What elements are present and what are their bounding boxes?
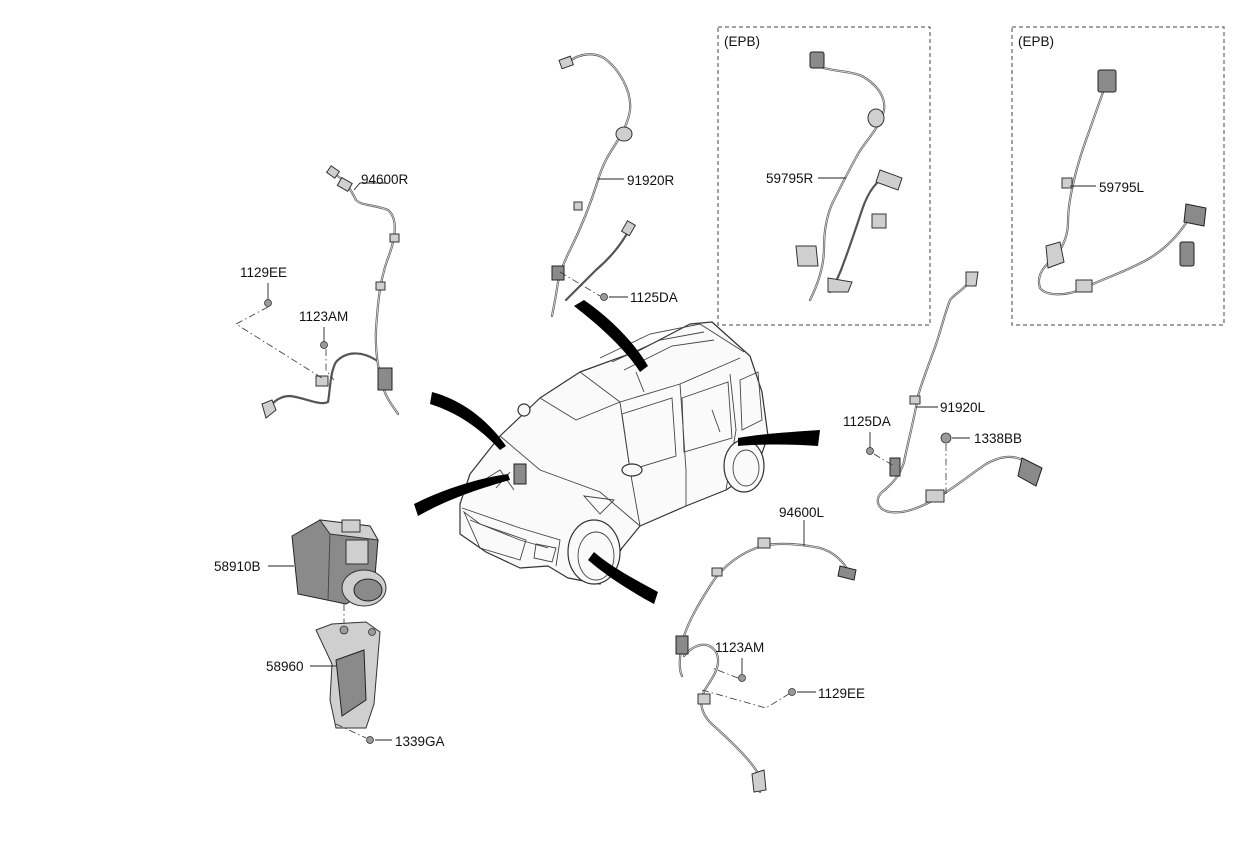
label-58960: 58960 bbox=[266, 659, 304, 674]
dash-assembly-right bbox=[701, 667, 793, 709]
label-1339GA: 1339GA bbox=[395, 734, 445, 749]
dash-assembly-left bbox=[235, 306, 335, 381]
label-1123AM-left: 1123AM bbox=[299, 309, 348, 324]
label-1123AM-right: 1123AM bbox=[715, 640, 764, 655]
epb-left-wire bbox=[1037, 69, 1207, 296]
bolt-1125DA-right bbox=[866, 447, 874, 455]
bolt-1129EE-left bbox=[264, 299, 272, 307]
label-94600L: 94600L bbox=[779, 505, 825, 520]
front-right-wheel-sensor-wire bbox=[261, 165, 400, 419]
bolt-1339GA bbox=[366, 736, 374, 744]
epb-label-right: (EPB) bbox=[724, 34, 760, 49]
epb-box-left-wheel bbox=[1011, 26, 1225, 326]
label-1129EE-left: 1129EE bbox=[240, 265, 287, 280]
dash-1339GA bbox=[335, 723, 367, 739]
bolt-1123AM-left bbox=[320, 341, 328, 349]
label-1338BB: 1338BB bbox=[974, 431, 1022, 446]
epb-right-wire bbox=[795, 51, 903, 302]
label-59795R: 59795R bbox=[766, 171, 814, 186]
leader-94600R bbox=[353, 182, 386, 191]
label-94600R: 94600R bbox=[361, 172, 409, 187]
label-1129EE-right: 1129EE bbox=[818, 686, 865, 701]
abs-hydraulic-unit bbox=[291, 519, 387, 607]
label-59795L: 59795L bbox=[1099, 180, 1145, 195]
epb-label-left: (EPB) bbox=[1018, 34, 1054, 49]
epb-box-right-wheel bbox=[717, 26, 931, 326]
pointer-arrows bbox=[414, 300, 820, 604]
dash-1125DA-top bbox=[559, 271, 601, 297]
bolt-1123AM-right bbox=[738, 674, 746, 682]
label-1125DA-right: 1125DA bbox=[843, 414, 891, 429]
vehicle-illustration bbox=[459, 321, 769, 585]
label-91920R: 91920R bbox=[627, 173, 675, 188]
dash-1125DA-right bbox=[873, 453, 895, 467]
label-91920L: 91920L bbox=[940, 400, 986, 415]
label-58910B: 58910B bbox=[214, 559, 261, 574]
rear-right-wheel-sensor-wire bbox=[550, 53, 637, 318]
clip-1338BB bbox=[940, 432, 952, 444]
abs-bracket bbox=[315, 621, 381, 729]
rear-left-wheel-sensor-wire bbox=[876, 271, 1043, 514]
front-left-wheel-sensor-wire bbox=[675, 537, 857, 794]
bolt-1129EE-right bbox=[788, 688, 796, 696]
bolt-1125DA-top bbox=[600, 293, 608, 301]
label-1125DA-top: 1125DA bbox=[630, 290, 678, 305]
